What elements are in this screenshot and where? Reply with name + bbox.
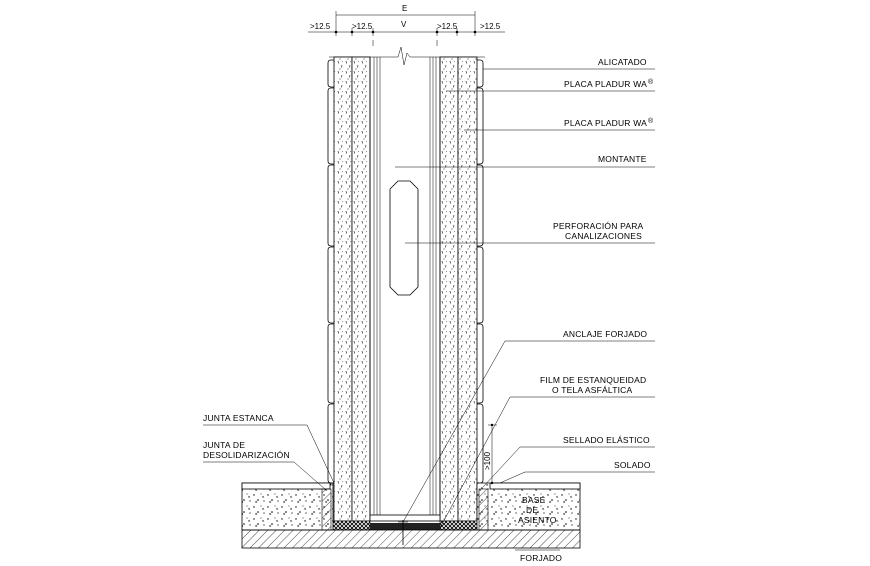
left-seal-band <box>332 520 371 531</box>
label-perforacion-2: CANALIZACIONES <box>565 231 642 241</box>
leader-lines <box>203 68 655 551</box>
dim-vertical-label: >100 <box>483 451 492 470</box>
registered-mark-2: ® <box>648 117 654 125</box>
dim-right-outer: >12.5 <box>480 22 501 31</box>
dim-e-label: E <box>402 4 407 13</box>
left-flooring <box>241 482 331 490</box>
label-base-2: DE <box>526 505 538 515</box>
left-outer-board <box>333 56 353 522</box>
label-junta-desol-2: DESOLIDARIZACIÓN <box>203 450 290 460</box>
right-seal-band <box>439 520 479 531</box>
left-screed <box>241 482 334 531</box>
dimension-lines <box>308 11 505 46</box>
label-anclaje: ANCLAJE FORJADO <box>563 329 647 339</box>
vertical-dimension <box>488 423 497 485</box>
label-forjado: FORJADO <box>520 553 562 563</box>
perforation-opening <box>389 180 419 296</box>
left-inner-board <box>351 56 371 522</box>
left-isolation-joint <box>321 488 332 531</box>
label-alicatado: ALICATADO <box>598 57 647 67</box>
dim-left-outer: >12.5 <box>310 22 331 31</box>
label-sellado: SELLADO ELÁSTICO <box>563 435 650 445</box>
floor-assembly <box>241 482 581 549</box>
right-isolation-joint <box>478 488 489 531</box>
label-junta-estanca: JUNTA ESTANCA <box>203 413 274 423</box>
dim-v-label: V <box>401 20 407 29</box>
dim-left-inner: >12.5 <box>352 22 373 31</box>
label-montante: MONTANTE <box>598 154 647 164</box>
stud-profile <box>369 57 441 521</box>
label-placa-2: PLACA PLADUR WA® <box>564 117 654 128</box>
label-perforacion-1: PERFORACIÓN PARA <box>553 221 644 231</box>
registered-mark-1: ® <box>648 78 654 86</box>
label-base-3: ASIENTO <box>518 515 557 525</box>
label-base-1: BASE <box>522 495 546 505</box>
left-tiles <box>327 59 334 484</box>
floor-slab <box>241 529 581 549</box>
label-solado: SOLADO <box>614 460 651 470</box>
label-film-2: O TELA ASFÁLTICA <box>552 385 632 395</box>
label-film-1: FILM DE ESTANQUEIDAD <box>540 375 646 385</box>
label-junta-desol-1: JUNTA DE <box>203 440 245 450</box>
right-flooring <box>489 482 581 490</box>
label-placa-1: PLACA PLADUR WA® <box>564 78 654 89</box>
dim-right-inner: >12.5 <box>437 22 458 31</box>
wall-assembly <box>327 46 485 545</box>
right-tiles <box>477 59 484 484</box>
waterproof-film <box>370 523 440 530</box>
right-outer-board <box>457 56 478 522</box>
